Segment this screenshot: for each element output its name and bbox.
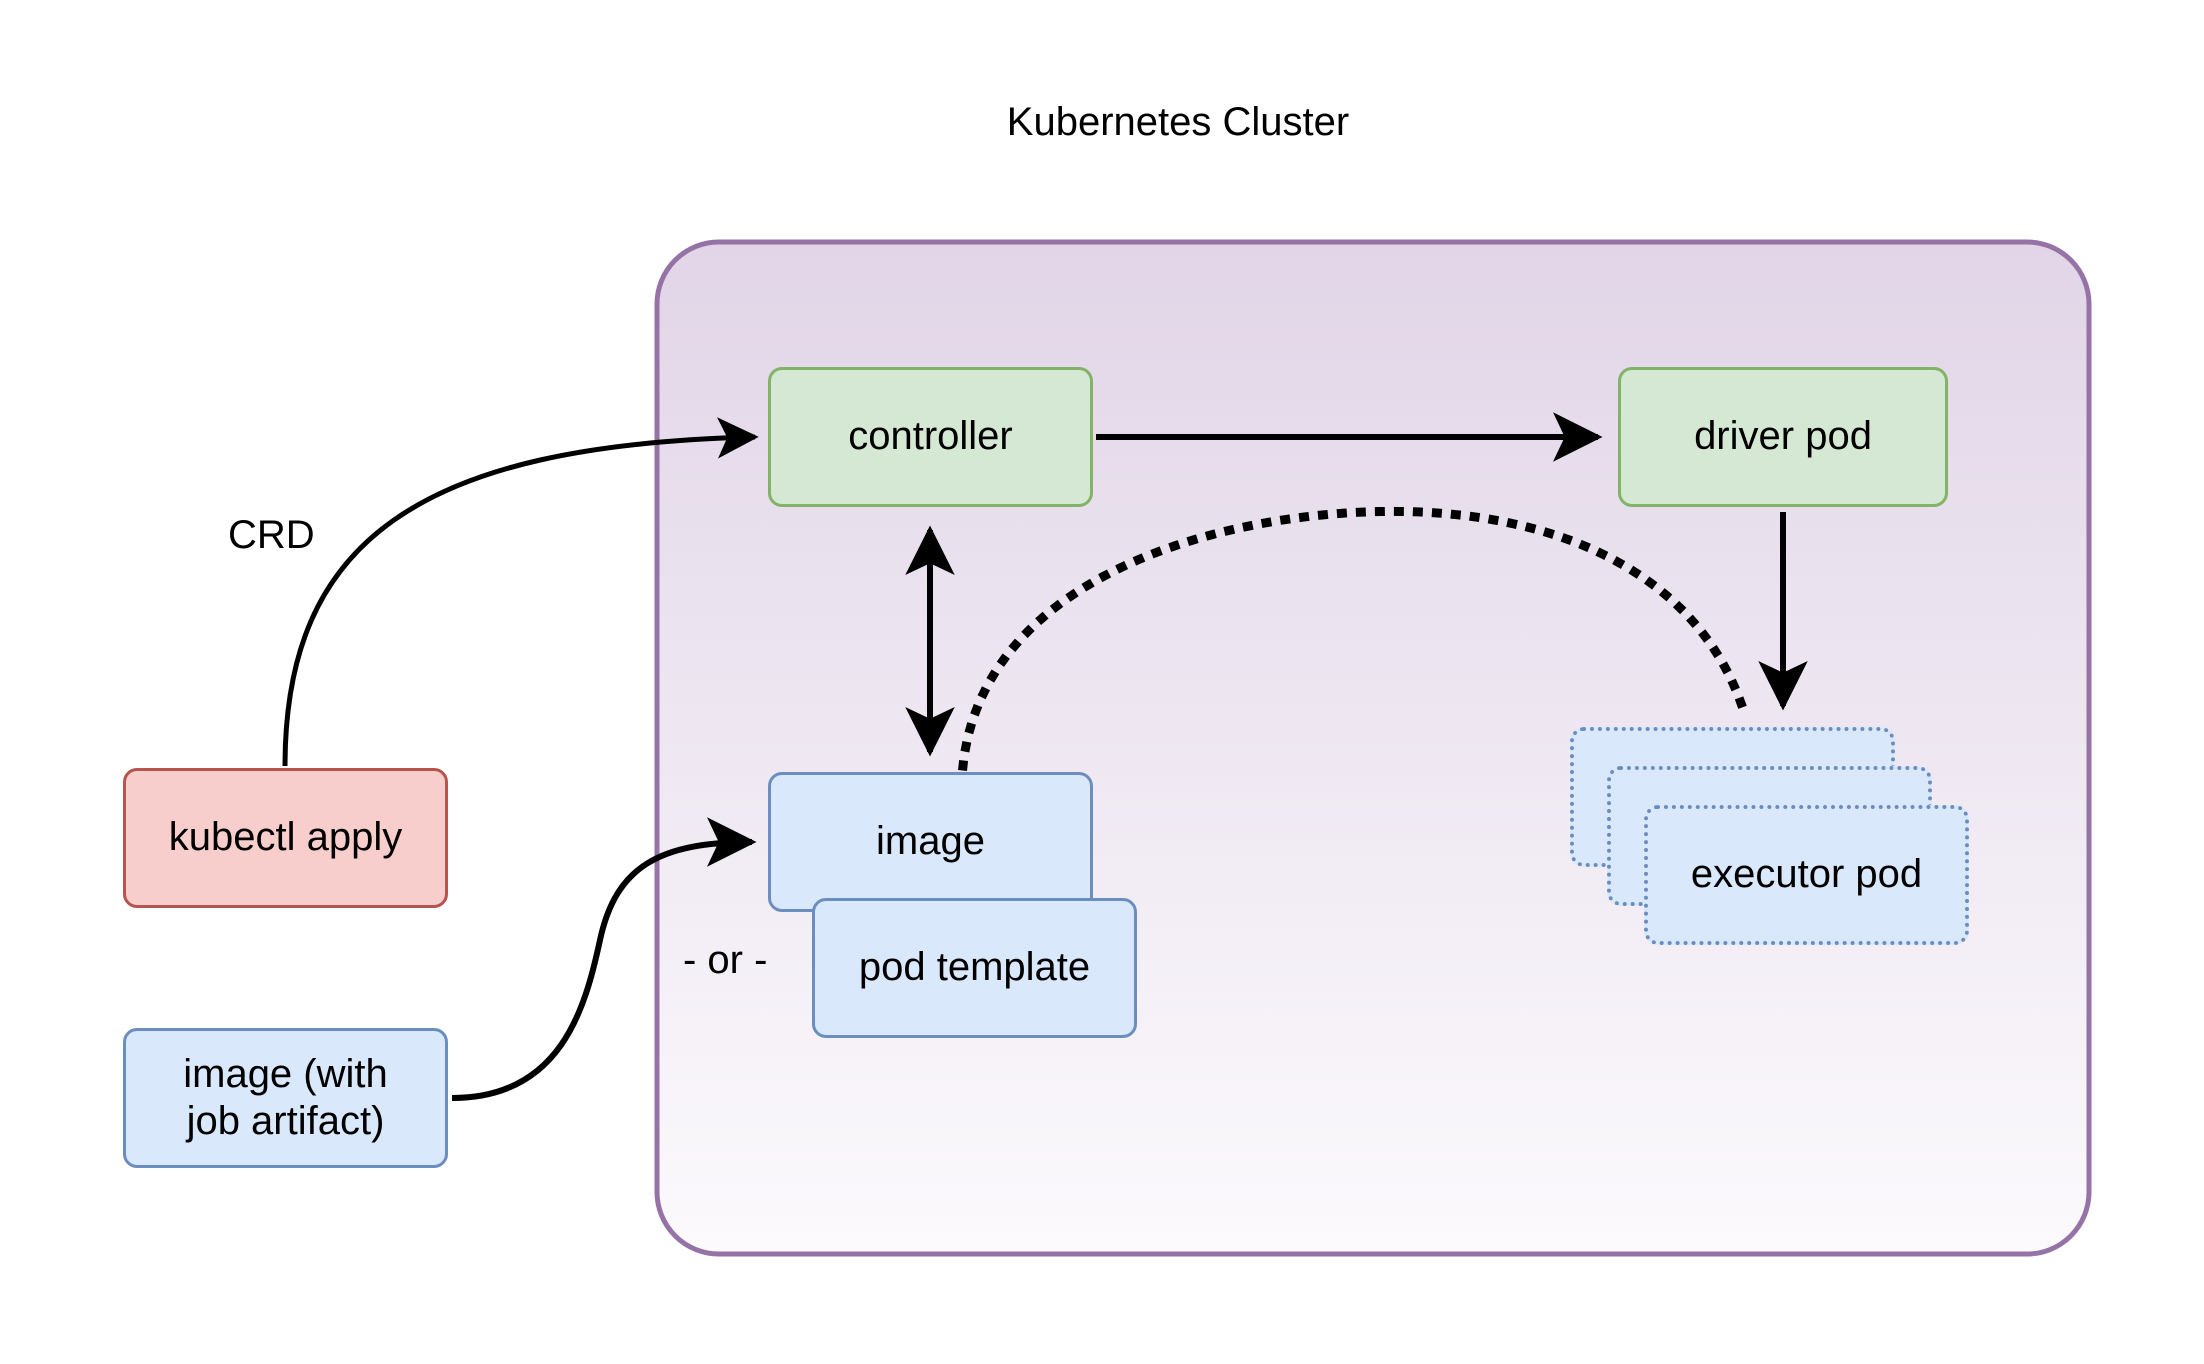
edge-crd	[282, 417, 759, 767]
or-label: - or -	[683, 938, 768, 982]
crd-edge-label: CRD	[228, 513, 315, 557]
pod-template-label: pod template	[858, 945, 1091, 990]
edge-image-executor-dotted	[958, 506, 1748, 771]
driver-pod-node[interactable]: driver pod	[1618, 367, 1948, 507]
controller-node[interactable]: controller	[768, 367, 1093, 507]
kubectl-apply-label: kubectl apply	[168, 815, 403, 860]
image-with-job-artifact-node[interactable]: image (with job artifact)	[123, 1028, 448, 1168]
executor-pod-front-label: executor pod	[1690, 852, 1923, 897]
controller-label: controller	[848, 414, 1013, 459]
kubectl-apply-node[interactable]: kubectl apply	[123, 768, 448, 908]
image-with-job-artifact-label: image (with job artifact)	[183, 1051, 388, 1143]
driver-pod-label: driver pod	[1694, 414, 1872, 459]
pod-template-node[interactable]: pod template	[812, 898, 1137, 1038]
cluster-title-text: Kubernetes Cluster	[1006, 100, 1350, 144]
image-label: image	[876, 819, 985, 864]
image-node[interactable]: image	[768, 772, 1093, 912]
executor-pod-front[interactable]: executor pod	[1644, 805, 1969, 945]
cluster-title: Kubernetes Cluster	[0, 100, 2204, 145]
edge-artifact-image	[451, 817, 757, 1101]
